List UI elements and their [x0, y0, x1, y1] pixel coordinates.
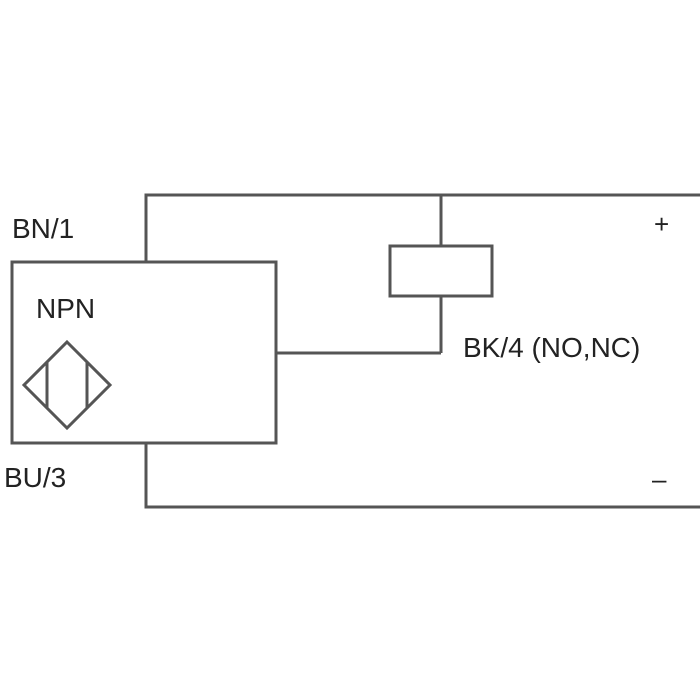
inductive-sensor-symbol-icon	[21, 339, 113, 431]
load-relay-box	[388, 244, 494, 298]
positive-rail-wire	[144, 193, 700, 262]
negative-rail-wire	[144, 443, 700, 509]
minus-sign: –	[652, 464, 667, 494]
black-wire-label: BK/4 (NO,NC)	[463, 332, 640, 363]
sensor-body	[10, 260, 278, 445]
sensor-type-label: NPN	[36, 293, 95, 324]
blue-wire-label: BU/3	[4, 462, 66, 493]
brown-wire-label: BN/1	[12, 213, 74, 244]
plus-sign: +	[654, 209, 669, 239]
